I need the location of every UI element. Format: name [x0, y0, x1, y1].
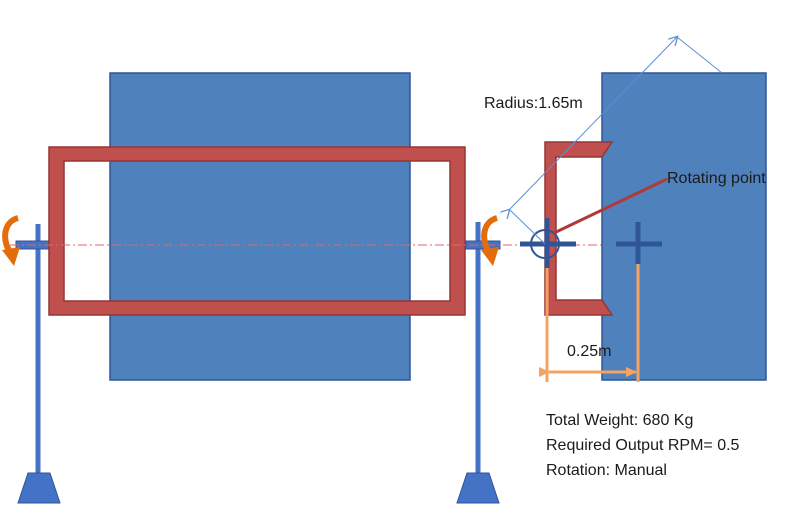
rotation-arrow-icon [2, 215, 20, 266]
radius-dimension [509, 37, 723, 245]
left-stand [17, 224, 61, 504]
spec-total-weight: Total Weight: 680 Kg [546, 412, 693, 429]
offset-dimension [539, 264, 640, 382]
center-cross-icon [616, 222, 662, 264]
specs-block: Total Weight: 680 Kg Required Output RPM… [546, 412, 740, 479]
radius-label: Radius:1.65m [484, 95, 583, 112]
offset-label: 0.25m [567, 343, 611, 360]
spec-required-rpm: Required Output RPM= 0.5 [546, 437, 740, 454]
load-block-front [601, 72, 767, 381]
load-block-side [109, 72, 411, 381]
rotating-point-label: Rotating point [667, 170, 766, 187]
pivot-cross-icon [520, 218, 576, 268]
spec-rotation: Rotation: Manual [546, 462, 667, 479]
rotating-point-pointer [553, 177, 668, 235]
rotating-frame-side [48, 146, 466, 316]
right-stand [456, 222, 500, 504]
rotation-arrow-icon [481, 215, 499, 266]
